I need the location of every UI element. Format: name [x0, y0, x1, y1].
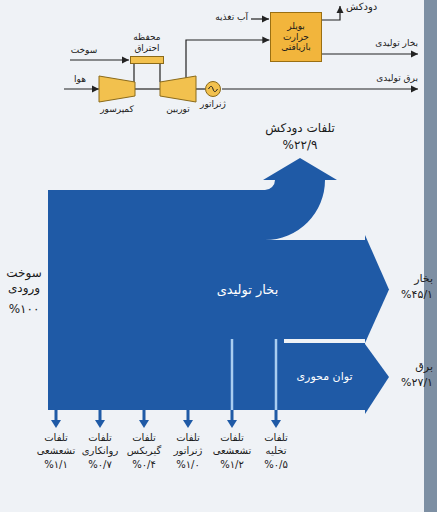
output-label: بخار: [391, 272, 433, 286]
ac-symbol: [208, 86, 217, 91]
percent-value: %۰/۴: [122, 459, 166, 472]
power-arrowhead: [365, 344, 389, 414]
percent-value: %۲۲/۹: [270, 138, 330, 153]
loss-label: تلفات تخلیه: [254, 432, 298, 457]
percent-value: %۰/۷: [78, 459, 122, 472]
percent-value: %۱۰۰: [2, 302, 46, 317]
loss-arrowhead: [183, 420, 193, 428]
loss-label: تلفات روانکاری: [78, 432, 122, 457]
combustion-chamber: محفظه احتراق: [125, 32, 169, 64]
stack-label: دودکش: [346, 1, 406, 14]
loss-arrowhead: [51, 420, 61, 428]
loss-arrows: [51, 339, 281, 428]
steam-output-line: [322, 53, 418, 54]
loss-label: تلفات تشعشعی: [210, 432, 254, 457]
connector-line: [135, 88, 160, 89]
steam-loss-line: [275, 339, 278, 410]
input-label: آب تغذیه: [192, 12, 248, 23]
fuel-line: [70, 59, 129, 60]
percent-value: %۴۵/۱: [391, 288, 433, 302]
generator-symbol: [205, 82, 220, 97]
steam-band: بخار تولیدی: [130, 240, 365, 339]
node-label: بخار تولیدی: [217, 282, 279, 298]
boiler-box: بویلر حرارت بازیافتی: [270, 12, 322, 62]
loss-bar: [143, 410, 146, 421]
feedwater-line: [251, 18, 269, 19]
node-label: ژنراتور: [200, 99, 226, 110]
generator: ژنراتور: [200, 81, 226, 110]
percent-value: %۱/۱: [34, 459, 78, 472]
power-output-line: [222, 88, 418, 89]
loss-arrowhead: [95, 420, 105, 428]
steam-arrowhead: [365, 235, 389, 343]
percent-value: %۱/۲: [210, 459, 254, 472]
percent-value: %۱/۰: [166, 459, 210, 472]
loss-label: تلفات ژنراتور: [166, 432, 210, 457]
schematic-lines: [64, 6, 418, 89]
connector-line: [133, 64, 134, 82]
output-label: برق تولیدی: [348, 73, 418, 84]
node-label: توان محوری: [297, 370, 353, 383]
combustion-chamber-shape: [130, 56, 164, 64]
stack-line: [322, 6, 340, 20]
air-line: [64, 88, 99, 89]
percent-value: %۲۷/۱: [391, 376, 433, 390]
input-label: سوخت: [64, 45, 104, 56]
percent-value: %۰/۵: [254, 459, 298, 472]
loss-label: تلفات تشعشعی: [34, 432, 78, 457]
loss-bar: [231, 410, 234, 421]
loss-arrowhead: [227, 420, 237, 428]
compressor: کمپرسور: [99, 76, 135, 115]
input-label: سوخت ورودی: [2, 266, 46, 296]
loss-bar: [55, 410, 58, 421]
turbine: توربین: [160, 76, 196, 115]
turbine-symbol: [160, 76, 196, 102]
node-label: کمپرسور: [100, 104, 134, 115]
input-label: هوا: [65, 74, 95, 85]
compressor-symbol: [99, 76, 135, 102]
loss-arrowhead: [271, 420, 281, 428]
connector-line: [196, 88, 205, 89]
loss-label: تلفات دودکش: [255, 121, 345, 136]
node-label: بویلر حرارت بازیافتی: [274, 21, 318, 53]
connector-line: [186, 40, 270, 78]
steam-loss-line: [231, 339, 234, 410]
turbine-shape: [160, 76, 196, 102]
loss-bar: [275, 410, 278, 421]
compressor-shape: [99, 76, 135, 102]
connector-line: [159, 64, 160, 82]
node-label: محفظه احتراق: [125, 32, 169, 54]
loss-bar: [99, 410, 102, 421]
output-label: بخار تولیدی: [348, 38, 418, 49]
loss-arrowhead: [139, 420, 149, 428]
loss-bar: [187, 410, 190, 421]
node-label: توربین: [166, 104, 190, 115]
chamber-symbol: [131, 57, 164, 64]
generator-shape: [205, 81, 221, 97]
output-label: برق: [391, 360, 433, 374]
power-band: توان محوری: [284, 343, 365, 410]
loss-label: تلفات گیربکس: [122, 432, 166, 457]
